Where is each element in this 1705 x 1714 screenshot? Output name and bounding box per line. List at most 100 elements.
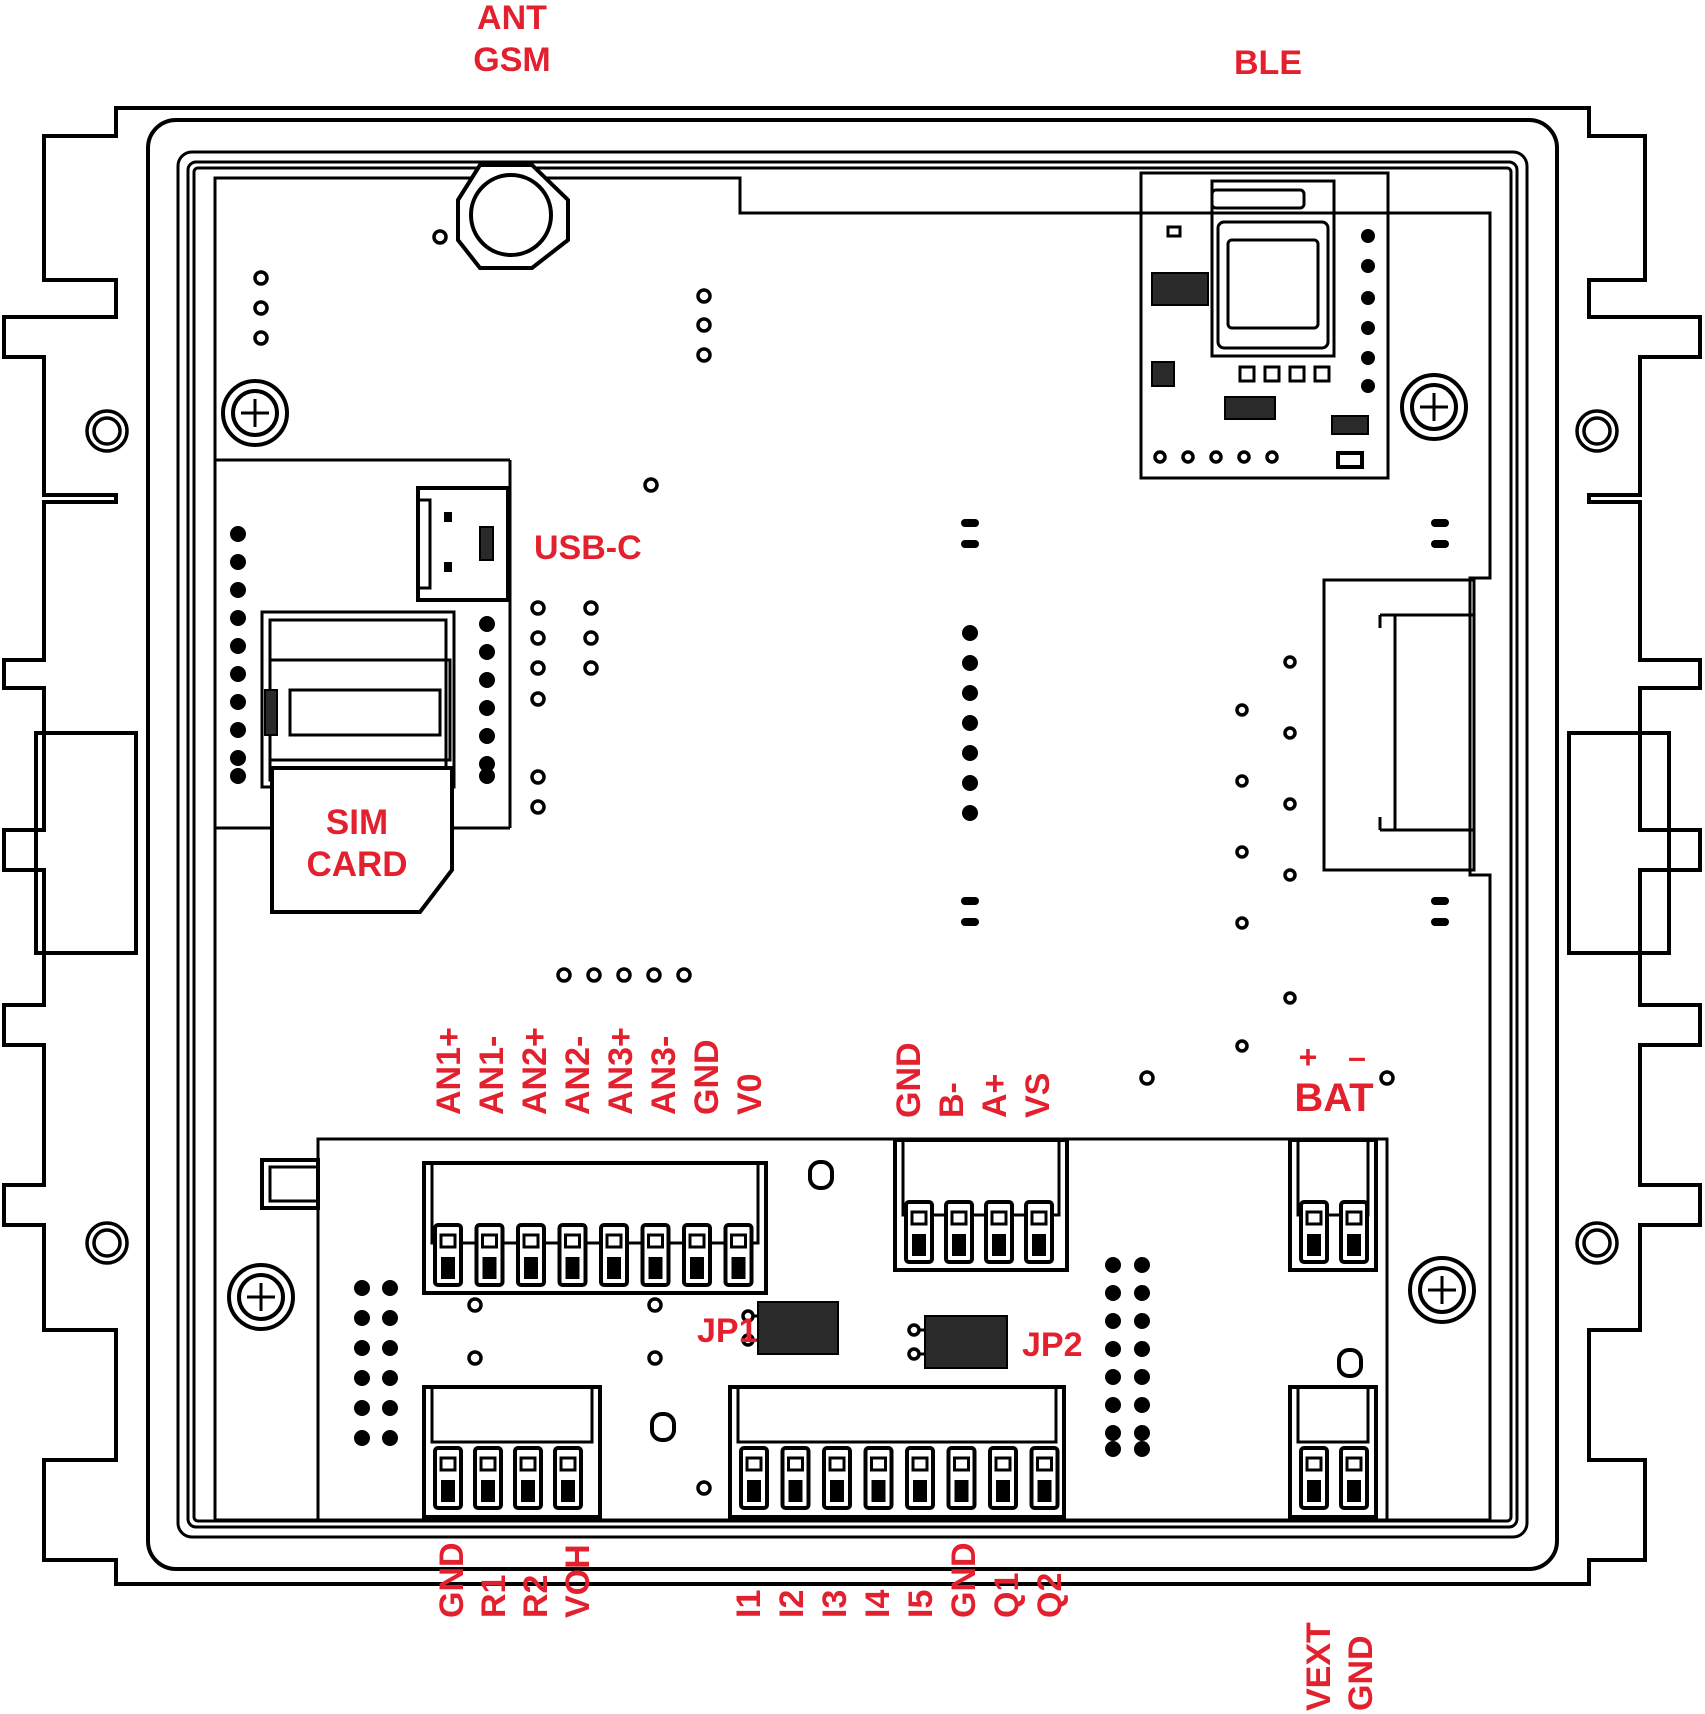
terminal-contact: [996, 1480, 1010, 1502]
terminal-screw: [730, 1233, 747, 1249]
terminal-board: [260, 1137, 1389, 1523]
top-left-connector-label: GND: [688, 1039, 726, 1115]
terminal-screw: [745, 1456, 763, 1472]
bat-plus-label: +: [1299, 1039, 1318, 1075]
terminal-contact: [1347, 1234, 1361, 1256]
terminal-contact: [830, 1480, 844, 1502]
jumper-icon[interactable]: [741, 1301, 839, 1355]
terminal-screw: [559, 1456, 577, 1472]
screw-icon: [1408, 1256, 1476, 1324]
top-left-connector-label: V0: [731, 1073, 769, 1115]
terminal-screw: [994, 1456, 1012, 1472]
terminal-contact: [1347, 1480, 1361, 1502]
bat-minus-label: –: [1348, 1039, 1366, 1075]
terminal-contact: [1307, 1234, 1321, 1256]
terminal-screw: [481, 1233, 498, 1249]
jp2-label: JP2: [1022, 1326, 1083, 1364]
bottom-mid-connector-label: GND: [945, 1542, 983, 1618]
bottom-right-connector-label: GND: [1342, 1635, 1380, 1711]
bat-label: BAT: [1294, 1076, 1373, 1120]
ble-label: BLE: [1234, 44, 1302, 82]
terminal-contact: [1032, 1234, 1046, 1256]
top-left-connector-label: AN1+: [430, 1027, 468, 1115]
bottom-mid-connector-label: I1: [730, 1590, 768, 1618]
top-mid-connector-label: VS: [1019, 1073, 1057, 1118]
top-left-connector-label: AN1-: [473, 1036, 511, 1115]
jumper-icon[interactable]: [907, 1315, 1008, 1369]
bottom-left-connector-label: GND: [433, 1542, 471, 1618]
terminal-screw: [479, 1456, 497, 1472]
terminal-contact: [747, 1480, 761, 1502]
terminal-screw: [647, 1233, 664, 1249]
terminal-screw: [1030, 1210, 1048, 1226]
bottom-mid-connector-label: I3: [816, 1590, 854, 1618]
terminal-screw: [688, 1233, 706, 1249]
bottom-left-connector-label: R2: [517, 1575, 555, 1618]
terminal-contact: [1307, 1480, 1321, 1502]
via-group: [253, 229, 1395, 1496]
terminal-screw: [1305, 1210, 1323, 1226]
terminal-screw: [910, 1210, 928, 1226]
terminal-pins: [433, 1200, 1369, 1510]
terminal-contact: [481, 1480, 495, 1502]
enclosure-outline: [2, 106, 1702, 1586]
terminal-screw: [605, 1233, 623, 1249]
usb-c-port-icon[interactable]: [416, 486, 510, 602]
sim-label-line2: CARD: [306, 845, 407, 884]
terminal-contact: [912, 1234, 926, 1256]
bottom-mid-connector-label: I2: [773, 1590, 811, 1618]
top-left-connector-label: AN2+: [516, 1027, 554, 1115]
sim-label-line1: SIM: [326, 803, 388, 842]
jp1-label: JP1: [697, 1312, 758, 1350]
terminal-screw: [1305, 1456, 1323, 1472]
bottom-left-connector-label: R1: [475, 1575, 513, 1618]
top-mid-connector-label: A+: [976, 1074, 1014, 1118]
header-pads: [230, 519, 1449, 1457]
terminal-contact: [521, 1480, 535, 1502]
terminal-screw: [522, 1233, 540, 1249]
terminal-contact: [565, 1257, 580, 1279]
terminal-contact: [690, 1257, 704, 1279]
terminal-contact: [1037, 1480, 1052, 1502]
bottom-mid-connector-label: Q2: [1031, 1573, 1069, 1618]
ble-module-icon[interactable]: [1139, 171, 1390, 480]
top-mid-connector-label: GND: [890, 1042, 928, 1118]
terminal-screw: [1036, 1456, 1053, 1472]
top-left-connector-label: AN3-: [645, 1036, 683, 1115]
terminal-screw: [439, 1233, 457, 1249]
terminal-contact: [607, 1257, 621, 1279]
screw-icon: [221, 379, 289, 447]
screw-icon: [1400, 373, 1468, 441]
bottom-left-connector-label: VOH: [559, 1544, 597, 1618]
terminal-contact: [871, 1480, 886, 1502]
terminal-contact: [731, 1257, 746, 1279]
terminal-screw: [564, 1233, 581, 1249]
bottom-right-connector-label: VEXT: [1300, 1622, 1338, 1711]
battery-header: [1322, 578, 1476, 872]
top-left-connector-label: AN2-: [559, 1036, 597, 1115]
top-mid-connector-label: B-: [933, 1082, 971, 1118]
terminal-screw: [519, 1456, 537, 1472]
terminal-screw: [911, 1456, 929, 1472]
ant-label: ANT: [477, 0, 547, 37]
gsm-label: GSM: [473, 41, 550, 79]
terminal-contact: [441, 1480, 455, 1502]
terminal-screw: [953, 1456, 970, 1472]
terminal-contact: [524, 1257, 538, 1279]
terminal-screw: [1345, 1456, 1363, 1472]
bottom-mid-connector-label: I5: [902, 1590, 940, 1618]
terminal-contact: [913, 1480, 927, 1502]
sim-card-icon[interactable]: [260, 610, 456, 914]
usb-label: USB-C: [534, 529, 642, 567]
terminal-contact: [648, 1257, 663, 1279]
terminal-contact: [992, 1234, 1006, 1256]
terminal-screw: [1345, 1210, 1363, 1226]
terminal-screw: [787, 1456, 804, 1472]
terminal-screw: [950, 1210, 968, 1226]
bottom-mid-connector-label: Q1: [988, 1573, 1026, 1618]
bottom-mid-connector-label: I4: [859, 1590, 897, 1618]
antenna-connector-icon[interactable]: [456, 163, 570, 270]
terminal-screw: [870, 1456, 887, 1472]
